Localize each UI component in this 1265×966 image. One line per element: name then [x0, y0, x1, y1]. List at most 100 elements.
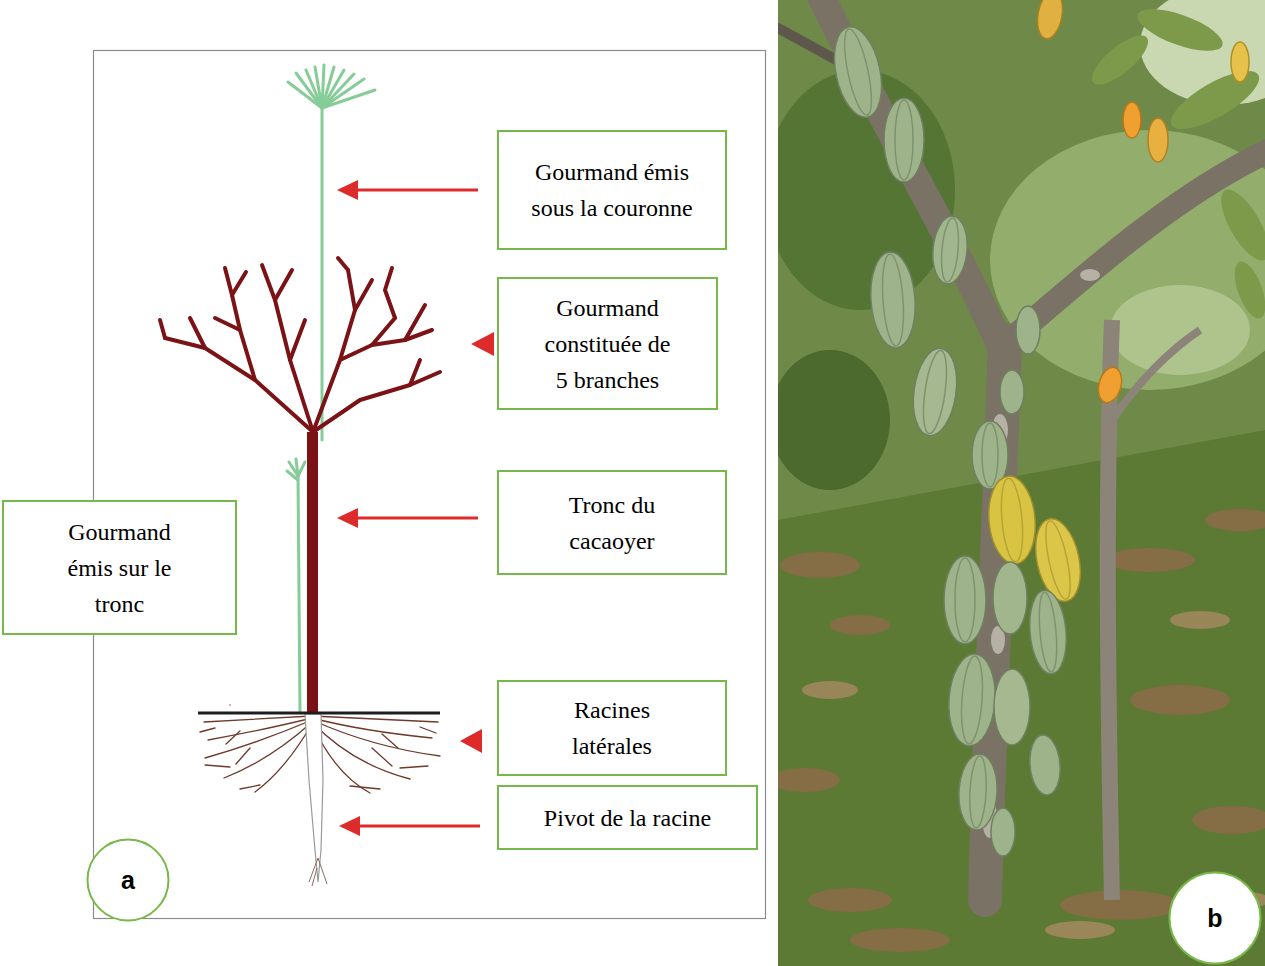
cocoa-pods: [994, 669, 1030, 745]
chupon-crown: [322, 79, 364, 108]
cocoa-tree-schematic: [160, 65, 440, 886]
cocoa-tree-photo: [778, 350, 890, 490]
lateral-roots: [372, 748, 392, 766]
cocoa-pods: [982, 423, 998, 487]
cocoa-pods: [1148, 118, 1168, 162]
crown-branches: [262, 265, 313, 432]
lateral-roots: [200, 728, 215, 732]
cocoa-pods: [1095, 365, 1126, 405]
panel-letter: a: [86, 838, 170, 922]
panel-circle: [1170, 873, 1261, 964]
cocoa-tree-photo: [1130, 685, 1230, 715]
cocoa-tree-photo: [808, 888, 892, 912]
cocoa-tree-photo: [1212, 183, 1265, 267]
cocoa-tree-photo: [1108, 320, 1112, 900]
cocoa-pods: [1000, 370, 1024, 414]
crown-branches: [340, 318, 395, 360]
cocoa-tree-photo: [1163, 60, 1265, 139]
cocoa-pods: [998, 477, 1025, 562]
cocoa-pods: [1231, 42, 1249, 82]
tap-root: [305, 714, 323, 882]
cocoa-pods: [955, 558, 975, 642]
cocoa-pods: [968, 756, 988, 829]
lateral-roots: [208, 718, 312, 740]
chupon-trunk: [298, 475, 300, 712]
cocoa-tree-photo: [778, 28, 840, 62]
panel-letter-text: b: [1207, 903, 1222, 933]
pointer-arrows: [354, 517, 478, 520]
cocoa-tree-photo: [1080, 269, 1100, 281]
crown-branches: [160, 258, 440, 432]
crown-branches: [372, 330, 432, 345]
cocoa-pods: [930, 215, 970, 286]
cocoa-pods: [946, 653, 998, 748]
crown-branches: [355, 280, 372, 310]
cocoa-pods: [985, 474, 1038, 566]
pointer-arrows: [356, 825, 480, 828]
chupon-trunk: [287, 471, 298, 480]
crown-branches: [385, 268, 395, 318]
cocoa-tree-photo: [1192, 806, 1265, 834]
label-box: Tronc du cacaoyer: [497, 470, 727, 575]
cocoa-tree-photo: [818, 0, 1003, 352]
cocoa-pods: [1034, 0, 1066, 41]
cocoa-tree-photo: [1060, 890, 1180, 920]
cocoa-pods: [1027, 734, 1062, 796]
crown-branches: [338, 258, 348, 270]
crown-branches: [410, 360, 420, 385]
crown-branches: [290, 320, 305, 360]
cocoa-tree-photo: [778, 768, 840, 792]
cocoa-tree-photo: [1105, 548, 1195, 572]
pointer-arrows: [337, 180, 358, 200]
lateral-roots: [205, 720, 312, 758]
label-text: Gourmand émis sur le tronc: [52, 514, 187, 622]
cocoa-pods: [1026, 589, 1069, 676]
panel-circle: [88, 840, 169, 921]
label-box: Racines latérales: [497, 680, 727, 776]
panel-frame: [94, 51, 766, 919]
cocoa-tree-photo: [893, 129, 1100, 838]
cocoa-pods: [884, 98, 924, 182]
chupon-crown: [322, 90, 375, 108]
cocoa-pods: [868, 251, 919, 350]
cocoa-pods: [884, 98, 924, 182]
label-box: Gourmand constituée de 5 branches: [497, 277, 718, 410]
cocoa-pods: [1231, 42, 1249, 82]
cocoa-pods: [880, 253, 906, 346]
lateral-roots: [312, 720, 440, 756]
cocoa-tree-photo: [778, 0, 1265, 900]
cocoa-pods: [946, 653, 998, 748]
cocoa-tree-photo: [1045, 921, 1115, 939]
tap-root: [309, 858, 327, 886]
pointer-arrows: [460, 729, 482, 753]
cocoa-pods: [1034, 0, 1066, 41]
cocoa-pods: [1016, 306, 1040, 354]
crown-branches: [215, 318, 240, 330]
lateral-roots: [420, 727, 436, 733]
lateral-roots: [240, 785, 260, 789]
cocoa-pods: [930, 215, 970, 286]
chupon-trunk: [298, 462, 305, 476]
crown-branches: [165, 338, 313, 432]
cocoa-pods: [827, 22, 889, 121]
label-box: Pivot de la racine: [497, 785, 758, 850]
cocoa-pods: [1095, 365, 1126, 405]
crown-branches: [232, 272, 246, 295]
lateral-roots: [224, 722, 312, 778]
cocoa-pods: [1123, 102, 1141, 138]
cocoa-pods: [1016, 306, 1040, 354]
cocoa-pods: [919, 349, 950, 435]
cocoa-tree-photo: [1110, 285, 1250, 375]
chupon-trunk: [287, 459, 305, 712]
soil-line: [198, 712, 440, 715]
cocoa-tree-photo: [990, 130, 1265, 390]
cocoa-pods: [991, 808, 1015, 856]
cocoa-pods: [1148, 118, 1168, 162]
cocoa-pods: [939, 217, 961, 282]
pointer-arrows: [337, 180, 494, 836]
cocoa-tree-photo: [1205, 509, 1265, 531]
cocoa-pods: [839, 27, 877, 117]
cocoa-pods: [1041, 519, 1075, 601]
cocoa-tree-photo: [1008, 148, 1265, 342]
label-text: Gourmand constituée de 5 branches: [540, 290, 675, 398]
